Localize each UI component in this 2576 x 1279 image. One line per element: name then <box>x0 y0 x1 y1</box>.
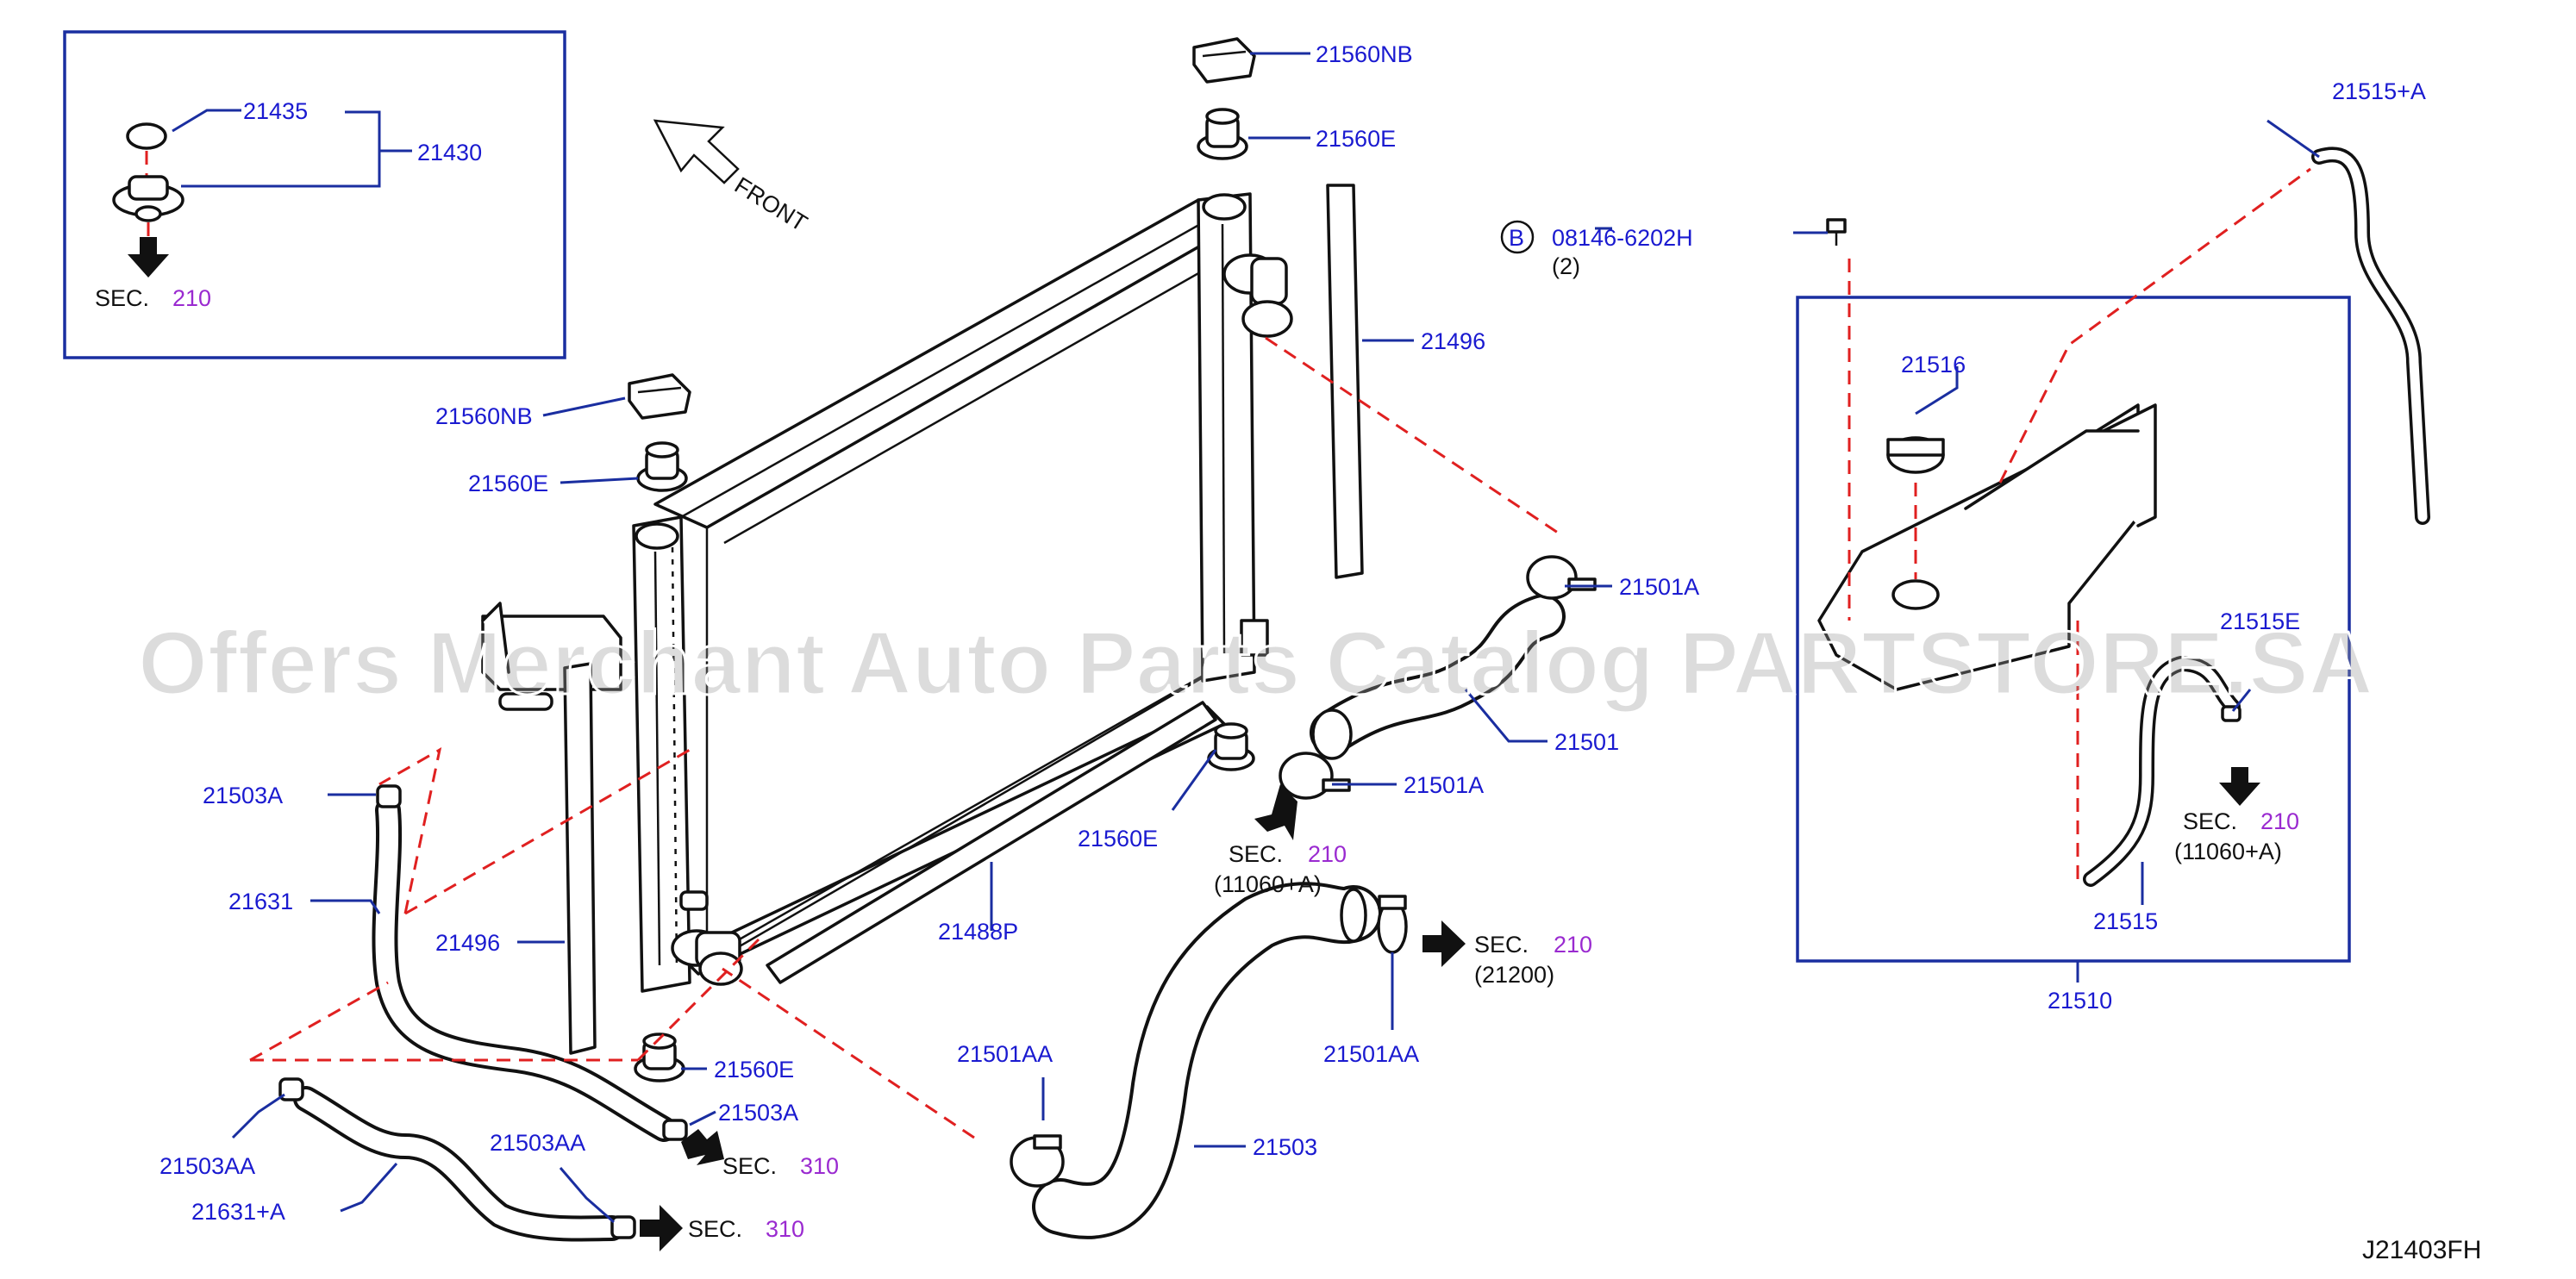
sec-word-tank: SEC. <box>2183 808 2237 834</box>
bolt-qty: (2) <box>1552 253 1580 279</box>
part-labels: 21560NB 21560E 21560NB 21560E 21496 B 08… <box>159 41 2426 1225</box>
bolt-symbol: B <box>1509 225 1524 251</box>
sec-word-hose: SEC. <box>1229 841 1283 867</box>
label-21430: 21430 <box>417 140 482 165</box>
sec-ref-inset: 210 <box>172 285 211 311</box>
cap-21560NB-top <box>1192 37 1256 84</box>
sec-arrow-right <box>1422 920 1466 967</box>
label-21501AA-left: 21501AA <box>957 1041 1053 1067</box>
label-21560NB-left: 21560NB <box>435 403 533 429</box>
grommet-21560E-left <box>636 441 688 492</box>
sec-ref-hose: 210 <box>1308 841 1347 867</box>
seal-ring-21435 <box>126 122 167 150</box>
reference-lines <box>249 167 2311 1139</box>
clamp-21501A-bot <box>1279 752 1351 800</box>
label-21560NB-top: 21560NB <box>1316 41 1413 67</box>
grommet-21560E-mid <box>1207 722 1255 771</box>
lower-hose-21503 <box>1032 882 1382 1239</box>
sec-sub-hose: (11060+A) <box>1214 871 1322 897</box>
sec-ref-oil-bot: 310 <box>766 1216 804 1242</box>
hose-21631 <box>372 784 688 1142</box>
hose-21515A <box>2311 147 2430 525</box>
clamp-21503A-top <box>376 784 402 808</box>
label-21560E-top: 21560E <box>1316 126 1396 152</box>
sec-ref-oil-top: 310 <box>800 1153 839 1179</box>
label-21515A: 21515+A <box>2332 78 2426 104</box>
label-21435: 21435 <box>243 98 308 124</box>
label-21560E-mid: 21560E <box>1078 826 1158 852</box>
sec-references: SEC. 210 (11060+A) SEC. 210 (21200) SEC.… <box>640 767 2299 1251</box>
label-21503A-bot: 21503A <box>718 1100 798 1126</box>
label-21501: 21501 <box>1554 729 1619 755</box>
label-21510: 21510 <box>2048 988 2112 1014</box>
label-21488P: 21488P <box>938 919 1018 945</box>
upper-hose-21501 <box>1310 594 1566 760</box>
watermark: Offers Merchant Auto Parts Catalog PARTS… <box>138 614 2373 714</box>
grommet-21560E-top <box>1197 108 1248 160</box>
leader-lines <box>231 52 2320 1224</box>
sec-arrow-tank <box>2219 767 2260 806</box>
reservoir-tank <box>1817 403 2157 691</box>
radiator-cap-21430 <box>112 175 184 222</box>
lower-outlet-pipe <box>671 929 743 986</box>
bolt-symbol-circle <box>1500 220 1535 254</box>
sec-word-right: SEC. <box>1474 932 1529 958</box>
label-21501A-top: 21501A <box>1619 574 1699 600</box>
label-21503: 21503 <box>1253 1134 1317 1160</box>
sec-arrow-hose <box>1254 784 1297 840</box>
clamp-21503AA-left <box>278 1077 304 1101</box>
inset-cap-box: 21435 21430 SEC. 210 <box>63 30 566 359</box>
right-filler-neck <box>1202 193 1247 221</box>
sec-word-oil-top: SEC. <box>722 1153 777 1179</box>
reservoir-cap-21516 <box>1886 436 1945 474</box>
label-21503AA-mid: 21503AA <box>490 1130 585 1156</box>
label-21496-right: 21496 <box>1421 328 1485 354</box>
reservoir-box-21510 <box>1796 296 2351 963</box>
hose-21515 <box>2083 655 2241 887</box>
sec-arrow-oil-bot <box>640 1205 683 1251</box>
label-21631: 21631 <box>228 889 293 914</box>
front-label: FRONT <box>730 172 812 237</box>
clamp-21501A-top <box>1526 555 1597 600</box>
label-21515E: 21515E <box>2220 608 2300 634</box>
clamp-21503A-bot <box>662 1119 688 1141</box>
grommet-21560E-bot <box>634 1033 685 1082</box>
clamp-21503AA-mid <box>610 1215 636 1239</box>
clamp-21501AA-left <box>1010 1134 1065 1188</box>
label-08146: 08146-6202H <box>1552 225 1693 251</box>
label-21501A-bot: 21501A <box>1404 772 1484 798</box>
hose-21631A <box>278 1077 636 1242</box>
clamp-21515E <box>2221 705 2241 722</box>
clamp-21501AA-right <box>1377 895 1408 954</box>
diagram-code: J21403FH <box>2362 1236 2481 1264</box>
left-filler-neck <box>635 522 679 550</box>
sec-ref-right: 210 <box>1554 932 1592 958</box>
label-21503AA-left: 21503AA <box>159 1153 255 1179</box>
seal-strip-21496-right <box>1326 184 1364 579</box>
reservoir-neck <box>1891 579 1940 610</box>
label-21560E-left: 21560E <box>468 471 548 496</box>
cap-21560NB-left <box>628 373 691 420</box>
label-21631A: 21631+A <box>191 1199 285 1225</box>
label-21560E-bot: 21560E <box>714 1057 794 1082</box>
bolt-08146 <box>1826 218 1847 246</box>
label-21501AA-right: 21501AA <box>1323 1041 1419 1067</box>
sec-arrow-oil-top <box>681 1129 724 1165</box>
sec-word-inset: SEC. <box>95 285 149 311</box>
sec-ref-tank: 210 <box>2260 808 2299 834</box>
sec-sub-tank: (11060+A) <box>2174 839 2282 864</box>
seal-strip-21488P <box>766 701 1217 984</box>
seal-strip-21496-left <box>563 662 597 1055</box>
front-direction: FRONT <box>653 119 812 237</box>
label-21496-left: 21496 <box>435 930 500 956</box>
label-21503A-top: 21503A <box>203 783 283 808</box>
sec-arrow-inset <box>128 237 169 278</box>
label-21516: 21516 <box>1901 352 1966 377</box>
sec-sub-right: (21200) <box>1474 962 1554 988</box>
sec-word-oil-bot: SEC. <box>688 1216 742 1242</box>
label-21515: 21515 <box>2093 908 2158 934</box>
upper-outlet-pipe <box>1222 253 1293 338</box>
